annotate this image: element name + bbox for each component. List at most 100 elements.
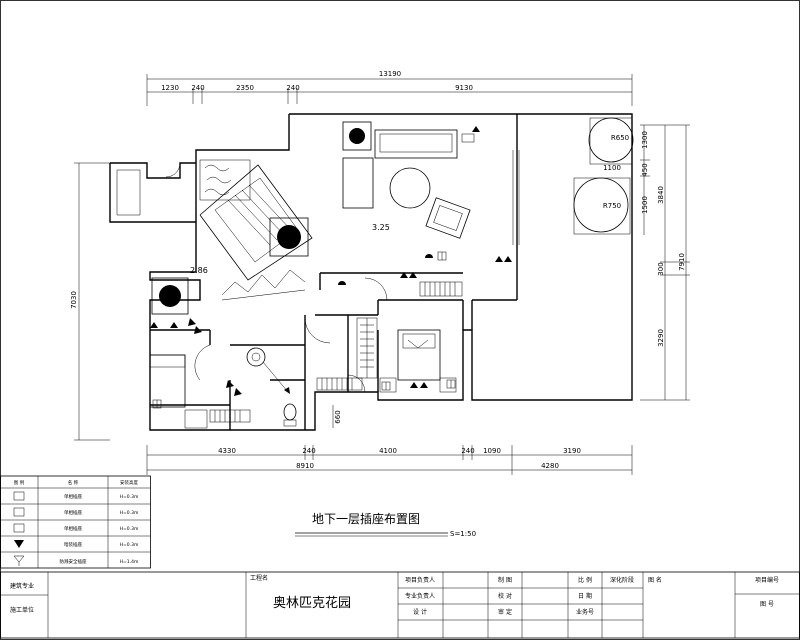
- socket-symbols: [150, 126, 512, 409]
- dim-1100: 1100: [603, 164, 621, 172]
- dim-right-2: 300: [657, 262, 665, 275]
- socket-icon: [338, 281, 346, 285]
- dim-bottom-total-2: 4280: [541, 462, 559, 470]
- dim-top-total: 13190: [379, 70, 401, 78]
- right-dimension-line: 7910 3840 300 3290 1300 450 1500: [640, 124, 690, 401]
- right-1: 比 例: [578, 576, 592, 584]
- dim-small-660: 660: [334, 410, 342, 423]
- toilet-icon: [283, 403, 297, 427]
- socket-symbol-icon: [13, 555, 25, 563]
- drawing-name-label: 图 名: [648, 576, 662, 584]
- role-2: 专业负责人: [405, 592, 435, 600]
- dim-bottom-total-1: 8910: [296, 462, 314, 470]
- socket-icon: [437, 251, 447, 261]
- project-no-label: 项目编号: [755, 576, 779, 584]
- socket-icon: [381, 381, 391, 391]
- cabinet-icon: [184, 409, 208, 429]
- dim-bottom-6: 3190: [563, 447, 581, 455]
- dim-right-inner-2: 450: [641, 163, 649, 176]
- legend-table: 图 例 名 称 安装高度 单相插座 H=0.3m 单相插座 H=0.3m 单相插…: [0, 475, 151, 569]
- legend-header-height: 安装高度: [120, 479, 138, 486]
- svg-text:H=0.3m: H=0.3m: [120, 510, 139, 516]
- armchair-icon: [425, 197, 471, 239]
- dim-right-1: 3840: [657, 186, 665, 204]
- socket-icon: [152, 399, 162, 409]
- round-table-icon: R750: [573, 177, 631, 235]
- nightstand-icon: [439, 377, 457, 393]
- level-living: 3.25: [372, 223, 390, 232]
- drawing-scale: S=1:50: [450, 530, 476, 538]
- drawing-no-label: 图 号: [760, 601, 774, 608]
- socket-icon: [425, 254, 433, 258]
- wardrobe-icon: [419, 281, 463, 297]
- socket-symbol-icon: [14, 540, 24, 548]
- wardrobe-icon: [356, 317, 378, 379]
- socket-icon: [400, 272, 417, 278]
- legend-row: 单相插座 H=0.3m: [13, 507, 139, 517]
- dim-top-3: 2350: [236, 84, 254, 92]
- dim-top-5: 9130: [455, 84, 473, 92]
- socket-icon: [150, 322, 178, 328]
- project-label: 工程名: [250, 574, 268, 582]
- socket-icon: [446, 379, 456, 389]
- plant-icon: [151, 277, 189, 315]
- mid-1: 制 图: [498, 576, 512, 584]
- dim-right-inner-1: 1300: [641, 131, 649, 149]
- mid-2: 校 对: [498, 592, 512, 600]
- legend-row: 防溅安全插座 H=1.4m: [13, 555, 139, 566]
- dim-bottom-1: 4330: [218, 447, 236, 455]
- legend-row: 单相插座 H=0.3m: [13, 523, 139, 533]
- role-1: 项目负责人: [405, 576, 435, 584]
- socket-icon: [495, 256, 512, 262]
- dim-right-total: 7910: [678, 253, 686, 271]
- svg-text:单相插座: 单相插座: [64, 509, 82, 516]
- dim-right-inner-3: 1500: [641, 196, 649, 214]
- title-block-left-1: 建筑专业: [10, 582, 34, 590]
- furniture: R650 1100 R750: [149, 117, 634, 429]
- svg-text:暗装插座: 暗装插座: [64, 541, 82, 548]
- dim-top-1: 1230: [161, 84, 179, 92]
- legend-header-name: 名 称: [68, 479, 79, 486]
- dim-left-total: 7030: [70, 291, 78, 309]
- title-block-left-2: 施工单位: [10, 606, 34, 614]
- socket-symbol-icon: [13, 491, 25, 501]
- nightstand-icon: [379, 377, 397, 393]
- socket-icon: [226, 380, 242, 396]
- dim-right-3: 3290: [657, 329, 665, 347]
- svg-text:H=0.3m: H=0.3m: [120, 542, 139, 548]
- socket-icon: [410, 382, 428, 388]
- dim-bottom-5: 1090: [483, 447, 501, 455]
- svg-text:单相插座: 单相插座: [64, 525, 82, 532]
- right-2: 日 期: [578, 592, 592, 600]
- round-table-icon: R650: [588, 117, 634, 165]
- role-3: 设 计: [413, 608, 427, 616]
- radius-label-2: R750: [603, 202, 621, 210]
- project-name: 奥林匹克花园: [273, 595, 351, 611]
- legend-row: 暗装插座 H=0.3m: [14, 540, 138, 548]
- svg-text:H=0.3m: H=0.3m: [120, 494, 139, 500]
- wardrobe-icon: [316, 377, 363, 391]
- bottom-dimension-line: 4330 240 4100 240 1090 3190 8910 4280 66…: [146, 405, 633, 475]
- svg-text:H=1.4m: H=1.4m: [120, 559, 139, 565]
- socket-symbol-icon: [13, 523, 25, 533]
- plant-icon: [342, 121, 372, 151]
- socket-icon: [188, 318, 202, 334]
- radius-label-1: R650: [611, 134, 629, 142]
- legend-row: 单相插座 H=0.3m: [13, 491, 139, 501]
- svg-text:H=0.3m: H=0.3m: [120, 526, 139, 532]
- status: 深化阶段: [610, 576, 634, 584]
- mid-3: 审 定: [498, 608, 512, 616]
- title-block: 建筑专业 施工单位 工程名 奥林匹克花园 项目负责人 专业负责人 设 计 制 图…: [0, 571, 800, 639]
- drawing-title: 地下一层插座布置图: [312, 511, 420, 526]
- sofa-icon: [374, 129, 458, 159]
- level-stair: 2.86: [190, 266, 208, 275]
- left-dimension-line: 7030: [70, 162, 110, 441]
- dim-top-4: 240: [286, 84, 299, 92]
- right-3: 业务号: [576, 608, 594, 616]
- sofa-side-icon: [342, 157, 374, 209]
- socket-symbol-icon: [13, 507, 25, 517]
- dim-bottom-4: 240: [461, 447, 474, 455]
- plant-icon: [269, 217, 309, 257]
- socket-icon: [461, 126, 480, 143]
